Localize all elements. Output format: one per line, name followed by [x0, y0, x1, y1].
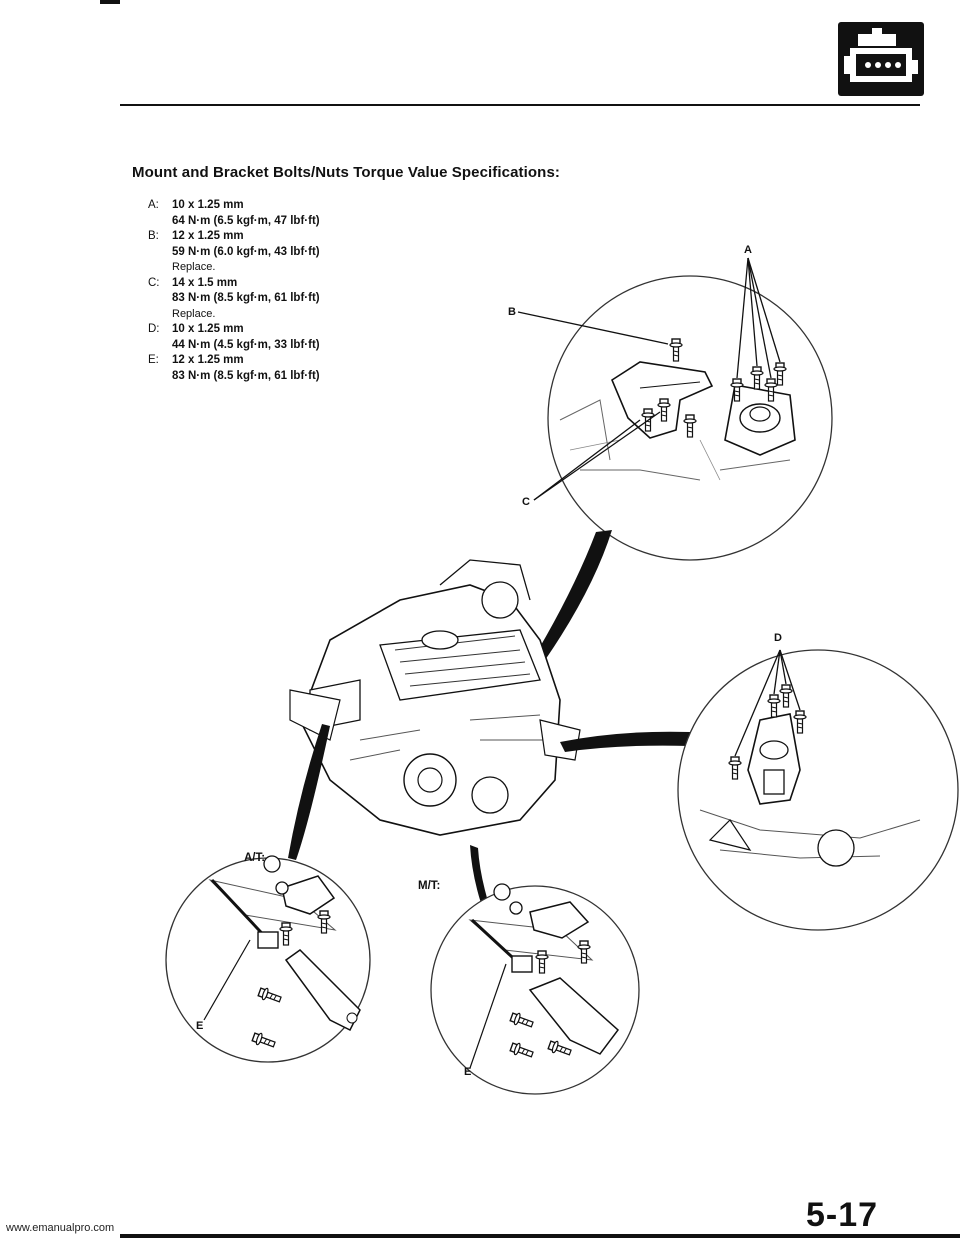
at-label: A/T: — [244, 852, 266, 864]
spec-key: C: — [148, 276, 160, 289]
spec-item-c: C: 14 x 1.5 mm 83 N·m (8.5 kgf·m, 61 lbf… — [148, 276, 478, 323]
page-tab-mark — [100, 0, 120, 4]
spec-size: 10 x 1.25 mm — [172, 199, 244, 211]
engine-assembly-illustration — [289, 559, 581, 836]
spec-item-d: D: 10 x 1.25 mm 44 N·m (4.5 kgf·m, 33 lb… — [148, 322, 478, 353]
page-number: 5-17 — [806, 1196, 879, 1234]
callout-e-at: E — [196, 1020, 204, 1032]
spec-size: 12 x 1.25 mm — [172, 354, 244, 366]
spec-key: D: — [148, 323, 160, 335]
spec-item-e: E: 12 x 1.25 mm 83 N·m (8.5 kgf·m, 61 lb… — [148, 353, 478, 384]
at-rear-mount-detail — [165, 855, 371, 1063]
spec-item-a: A: 10 x 1.25 mm 64 N·m (6.5 kgf·m, 47 lb… — [148, 198, 478, 229]
mt-rear-mount-detail — [430, 883, 640, 1095]
spec-key: B: — [148, 230, 159, 242]
spec-size: 14 x 1.5 mm — [172, 276, 238, 289]
header-rule — [120, 104, 920, 106]
callout-e-mt: E — [464, 1066, 472, 1078]
page-title: Mount and Bracket Bolts/Nuts Torque Valu… — [132, 164, 560, 181]
footer-url[interactable]: www.emanualpro.com — [6, 1222, 115, 1234]
callout-b: B — [508, 306, 516, 318]
callout-c: C — [522, 496, 530, 508]
spec-torque: 83 N·m (8.5 kgf·m, 61 lbf·ft) — [172, 369, 320, 382]
spec-key: E: — [148, 354, 159, 366]
spec-key: A: — [148, 199, 159, 211]
spec-torque: 64 N·m (6.5 kgf·m, 47 lbf·ft) — [172, 214, 320, 227]
spec-torque: 59 N·m (6.0 kgf·m, 43 lbf·ft) — [172, 245, 320, 258]
spec-torque: 44 N·m (4.5 kgf·m, 33 lbf·ft) — [172, 338, 320, 351]
spec-item-b: B: 12 x 1.25 mm 59 N·m (6.0 kgf·m, 43 lb… — [148, 229, 478, 276]
engine-section-icon — [838, 22, 924, 96]
spec-note: Replace. — [172, 307, 216, 320]
front-mount-detail — [517, 257, 833, 561]
callout-a: A — [744, 244, 752, 256]
spec-note: Replace. — [172, 261, 216, 273]
footer-rule — [120, 1234, 960, 1238]
torque-spec-list: A: 10 x 1.25 mm 64 N·m (6.5 kgf·m, 47 lb… — [148, 198, 478, 384]
callout-d: D — [774, 632, 782, 644]
mt-label: M/T: — [418, 880, 441, 892]
spec-torque: 83 N·m (8.5 kgf·m, 61 lbf·ft) — [172, 292, 320, 304]
spec-size: 10 x 1.25 mm — [172, 323, 244, 335]
side-mount-detail — [677, 649, 959, 931]
spec-size: 12 x 1.25 mm — [172, 230, 244, 242]
